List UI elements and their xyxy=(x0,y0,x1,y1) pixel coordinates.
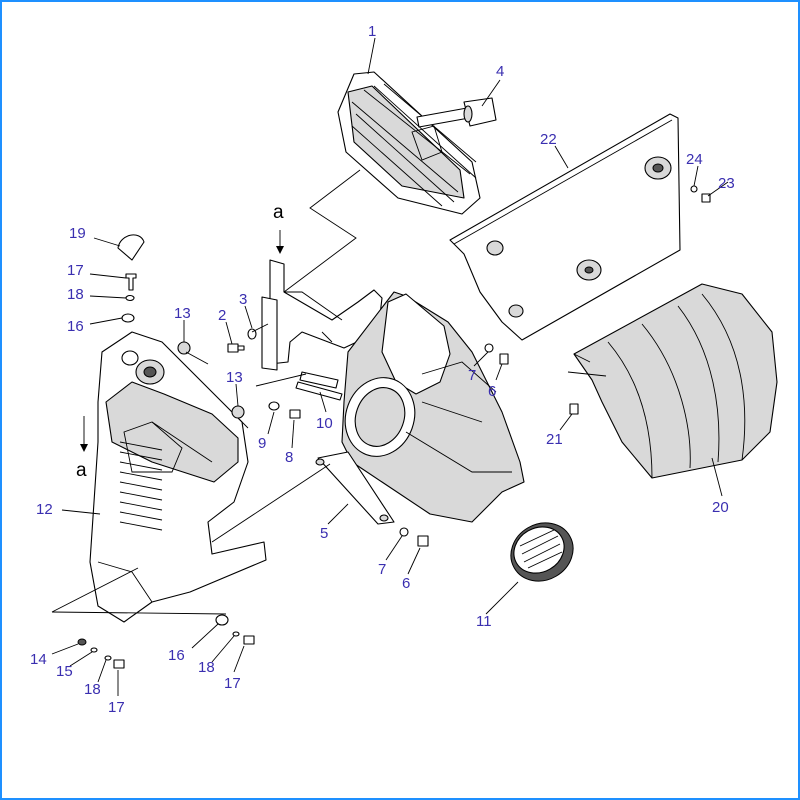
callout-13-upper: 13 xyxy=(174,305,191,322)
callout-17-lower-right: 17 xyxy=(224,675,241,692)
part-1-radiator-assembly xyxy=(337,71,497,215)
callout-14: 14 xyxy=(30,651,47,668)
callout-17-lower-left: 17 xyxy=(108,699,125,716)
callout-leaders xyxy=(51,37,729,696)
callout-6-upper: 6 xyxy=(488,383,496,400)
callout-6-lower: 6 xyxy=(402,575,410,592)
callout-18-upper: 18 xyxy=(67,286,84,303)
callout-20: 20 xyxy=(712,499,729,516)
callout-23: 23 xyxy=(718,175,735,192)
part-11-round-grille xyxy=(510,522,574,582)
view-arrow-upper xyxy=(276,230,284,254)
callout-5: 5 xyxy=(320,525,328,542)
callout-18-lower-left: 18 xyxy=(84,681,101,698)
part-20-side-cover xyxy=(573,283,778,479)
part-22-rear-panel xyxy=(449,113,681,341)
callout-16-upper: 16 xyxy=(67,318,84,335)
fasteners xyxy=(77,185,711,669)
part-5-lower-bracket xyxy=(315,451,395,525)
callout-19: 19 xyxy=(69,225,86,242)
view-arrow-upper-label: a xyxy=(273,202,284,223)
callout-16-lower: 16 xyxy=(168,647,185,664)
callout-10: 10 xyxy=(316,415,333,432)
callout-8: 8 xyxy=(285,449,293,466)
callout-22: 22 xyxy=(540,131,557,148)
callout-7-upper: 7 xyxy=(468,367,476,384)
part-19-cap xyxy=(117,234,145,261)
callout-labels: 1 4 22 24 23 19 17 18 16 13 2 3 13 9 8 1… xyxy=(30,23,735,716)
callout-15: 15 xyxy=(56,663,73,680)
callout-3: 3 xyxy=(239,291,247,308)
callout-24: 24 xyxy=(686,151,703,168)
view-arrow-lower xyxy=(80,416,88,452)
callout-11: 11 xyxy=(476,613,492,630)
callout-4: 4 xyxy=(496,63,504,80)
callout-17-upper: 17 xyxy=(67,262,84,279)
center-shroud-duct xyxy=(341,291,525,523)
assembly-lines xyxy=(51,169,607,615)
callout-13-lower: 13 xyxy=(226,369,243,386)
callout-18-lower-right: 18 xyxy=(198,659,215,676)
part-10-bracket xyxy=(261,259,383,401)
callout-2: 2 xyxy=(218,307,226,324)
callout-9: 9 xyxy=(258,435,266,452)
callout-21: 21 xyxy=(546,431,563,448)
callout-12: 12 xyxy=(36,501,53,518)
callout-7-lower: 7 xyxy=(378,561,386,578)
view-arrow-lower-label: a xyxy=(76,460,87,481)
callout-1: 1 xyxy=(368,23,376,40)
